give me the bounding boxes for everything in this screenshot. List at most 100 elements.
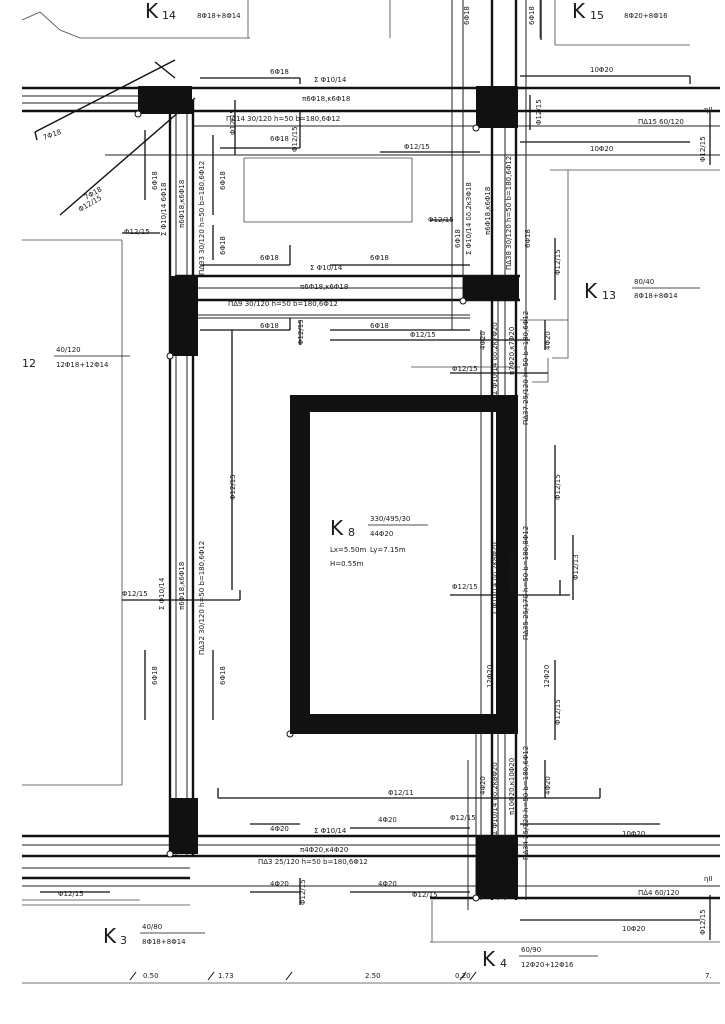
rebar-label: 4Φ20 [479, 331, 487, 350]
beam-label-pd38: ΠΔ38 30/120 h=50 b=180,6Φ12 [505, 156, 513, 270]
beam-labels-v: 6Φ18 Σ Φ10/14 6Φ18 π6Φ18,κ6Φ18 ΠΔ33 30/1… [151, 6, 707, 935]
k13-letter: K [584, 279, 598, 303]
k8-number: 8 [348, 526, 355, 539]
rebar-label: 6Φ18 [270, 68, 289, 76]
rebar-label: 10Φ20 [590, 66, 613, 74]
rebar-label: Φ12/15 [404, 143, 430, 151]
rebar-label: Φ12/15 [229, 109, 237, 135]
rebar-label: ηΙΙ [704, 875, 713, 883]
label-k13: K 13 80/40 8Φ18+8Φ14 [584, 278, 700, 303]
rebar-label: Φ12/15 [412, 891, 438, 899]
rebar-label: Φ12/15 [554, 249, 562, 275]
k8-ly: Ly=7.15m [370, 546, 406, 554]
rebar-label: Φ12/11 [388, 789, 414, 797]
node-markers [134, 110, 480, 902]
column-k13 [463, 276, 519, 301]
rebar-label: 6Φ18 [463, 6, 471, 25]
beam-label-pd3: ΠΔ3 25/120 h=50 b=180,6Φ12 [258, 858, 368, 866]
k3-letter: K [103, 924, 117, 948]
k3-rebar: 8Φ18+8Φ14 [142, 938, 186, 946]
rebar-label: Φ12/15 [229, 474, 237, 500]
label-k12: 12 40/120 12Φ18+12Φ14 [22, 346, 130, 370]
column-k12 [170, 276, 198, 356]
horizontal-beams [22, 86, 720, 900]
dimension-label: 2.50 [365, 972, 381, 980]
rebar-label: 6Φ18 [151, 171, 159, 190]
beam-label-pd37: ΠΔ37 25/120 h=50 b=180,6Φ12 [522, 311, 530, 425]
rebar-label: Φ12/15 [699, 909, 707, 935]
k12-rebar: 12Φ18+12Φ14 [56, 361, 109, 369]
k4-rebar: 12Φ20+12Φ16 [521, 961, 574, 969]
rebar-label: ηΙΙ [704, 106, 713, 114]
dimension-row: 0.50 1.73 2.50 0.20 7. [129, 971, 712, 981]
rebar-label: 6Φ18 [151, 666, 159, 685]
rebar-label: Φ12/15 [699, 136, 707, 162]
rebar-label: 6Φ18 [270, 135, 289, 143]
beam-label-pd9: ΠΔ9 30/120 h=50 b=180,6Φ12 [228, 300, 338, 308]
dimension-label: 7. [705, 972, 712, 980]
k3-number: 3 [120, 934, 127, 947]
beam-labels-diag: 7Φ18 7Φ18 Φ12/15 [42, 128, 103, 214]
beam-label-pd35: ΠΔ35 25/170 h=50 b=180,8Φ12 [522, 526, 530, 640]
horizontal-thin [22, 95, 720, 887]
rebar-label: Φ12/15 [452, 583, 478, 591]
rebar-label: π6Φ18,κ6Φ18 [178, 562, 186, 610]
rebar-label: Φ12/15 [297, 319, 305, 345]
rebar-label: Φ12/15 [122, 590, 148, 598]
rebar-label: 4Φ20 [544, 776, 552, 795]
rebar-label: 6Φ18 [219, 236, 227, 255]
rebar-label: 10Φ20 [622, 925, 645, 933]
beam-label-pd15: ΠΔ15 60/120 [638, 118, 684, 126]
label-k15: K 15 8Φ20+8Φ16 [572, 0, 668, 23]
rebar-label: 4Φ20 [378, 880, 397, 888]
k8-letter: K [330, 516, 344, 540]
rebar-label: Σ Φ10/14 δδ.2κ3Φ18 [465, 182, 473, 255]
beam-labels-h: 6Φ18 Σ Φ10/14 10Φ20 π6Φ18,κ6Φ18 ΠΔ14 30/… [58, 66, 713, 933]
k15-letter: K [572, 0, 586, 23]
k15-rebar: 8Φ20+8Φ16 [624, 12, 668, 20]
rebar-label: π4Φ20,κ4Φ20 [300, 846, 348, 854]
rebar-label: 4Φ20 [479, 776, 487, 795]
k8-h: H=0.55m [330, 560, 364, 568]
rebar-bars [40, 0, 711, 940]
beam-label-pd33: ΠΔ33 30/120 h=50 b=180,6Φ12 [198, 161, 206, 275]
label-k3: K 3 40/80 8Φ18+8Φ14 [103, 923, 205, 948]
rebar-label: Σ Φ10/14 [310, 264, 343, 272]
k8-lx: Lx=5.50m [330, 546, 366, 554]
diagonal-beams [34, 59, 196, 216]
vertical-beams [168, 0, 518, 900]
rebar-label: π10Φ20,κ10Φ20 [508, 758, 516, 815]
rebar-label: 4Φ20 [270, 880, 289, 888]
rebar-label: π7Φ20,κ7Φ20 [508, 327, 516, 375]
k14-number: 14 [162, 9, 176, 22]
rebar-label: 12Φ20 [486, 665, 494, 688]
k14-letter: K [145, 0, 159, 23]
rebar-label: Φ12/15 [428, 216, 454, 224]
dimension-label: 0.50 [143, 972, 159, 980]
k12-size: 40/120 [56, 346, 81, 354]
rebar-label: 7Φ18 [42, 128, 62, 142]
k4-number: 4 [500, 957, 507, 970]
label-k4: K 4 60/90 12Φ20+12Φ16 [482, 946, 598, 971]
outline-lines [21, 0, 720, 984]
k14-rebar: 8Φ18+8Φ14 [197, 12, 241, 20]
rebar-label: Φ12/13 [572, 554, 580, 580]
dimension-label: 1.73 [218, 972, 234, 980]
rebar-label: 6Φ18 [524, 229, 532, 248]
rebar-label: π6Φ18,κ6Φ18 [302, 95, 350, 103]
beam-label-pd14: ΠΔ14 30/120 h=50 b=180,6Φ12 [226, 115, 340, 123]
rebar-label: 10Φ20 [622, 830, 645, 838]
rebar-label: 6Φ18 [219, 171, 227, 190]
rebar-label: Φ12/15 [124, 228, 150, 236]
rebar-label: Φ12/15 [58, 890, 84, 898]
rebar-label: Φ12/15 [554, 474, 562, 500]
rebar-label: 6Φ18 [260, 254, 279, 262]
rebar-label: Φ12/15 [554, 699, 562, 725]
column-k3 [170, 798, 198, 854]
rebar-label: Φ12/15 [450, 814, 476, 822]
rebar-label: Σ Φ10/14 δδ.2κ8Φ20 [491, 542, 499, 615]
k8-rebar: 44Φ20 [370, 530, 393, 538]
rebar-label: Σ Φ10/14 [158, 577, 166, 610]
